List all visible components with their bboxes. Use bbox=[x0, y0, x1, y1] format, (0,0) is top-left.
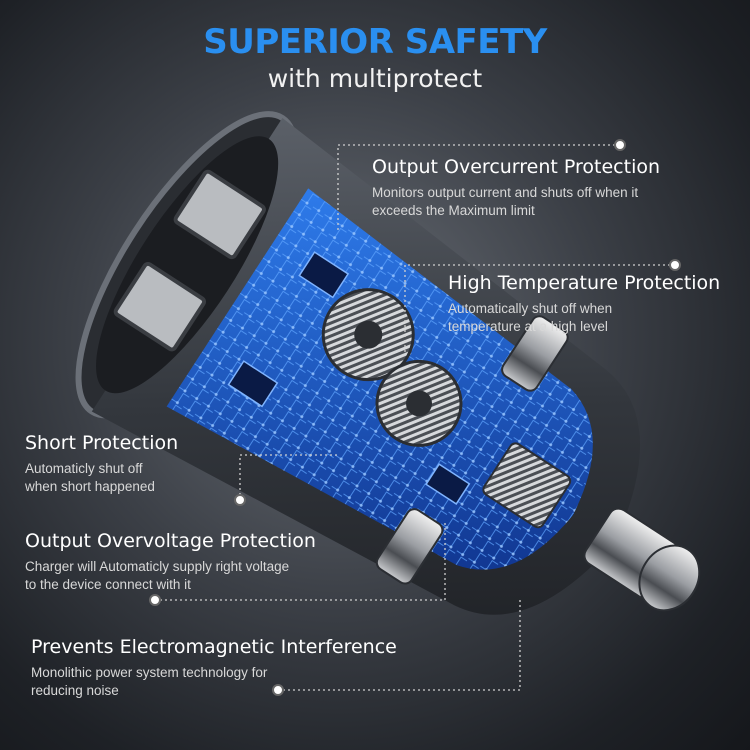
feature-title: Output Overvoltage Protection bbox=[25, 530, 316, 552]
feature-description: Charger will Automaticly supply right vo… bbox=[25, 559, 290, 592]
feature-description: Monolithic power system technology for r… bbox=[31, 665, 268, 698]
feature-emi: Prevents Electromagnetic Interference Mo… bbox=[31, 636, 397, 700]
feature-high-temperature: High Temperature Protection Automaticall… bbox=[448, 272, 720, 336]
feature-overvoltage: Output Overvoltage Protection Charger wi… bbox=[25, 530, 316, 594]
feature-short-protection: Short Protection Automaticly shut off wh… bbox=[25, 432, 178, 496]
page-title: SUPERIOR SAFETY bbox=[203, 22, 547, 62]
feature-title: Output Overcurrent Protection bbox=[372, 156, 661, 178]
feature-title: Short Protection bbox=[25, 432, 179, 454]
page-subtitle: with multiprotect bbox=[267, 64, 483, 93]
feature-description: Monitors output current and shuts off wh… bbox=[372, 185, 639, 218]
feature-description: Automaticly shut off when short happened bbox=[25, 461, 155, 494]
feature-overcurrent: Output Overcurrent Protection Monitors o… bbox=[372, 156, 660, 220]
feature-title: Prevents Electromagnetic Interference bbox=[31, 636, 397, 658]
feature-description: Automatically shut off when temperature … bbox=[448, 301, 613, 334]
feature-title: High Temperature Protection bbox=[448, 272, 721, 294]
